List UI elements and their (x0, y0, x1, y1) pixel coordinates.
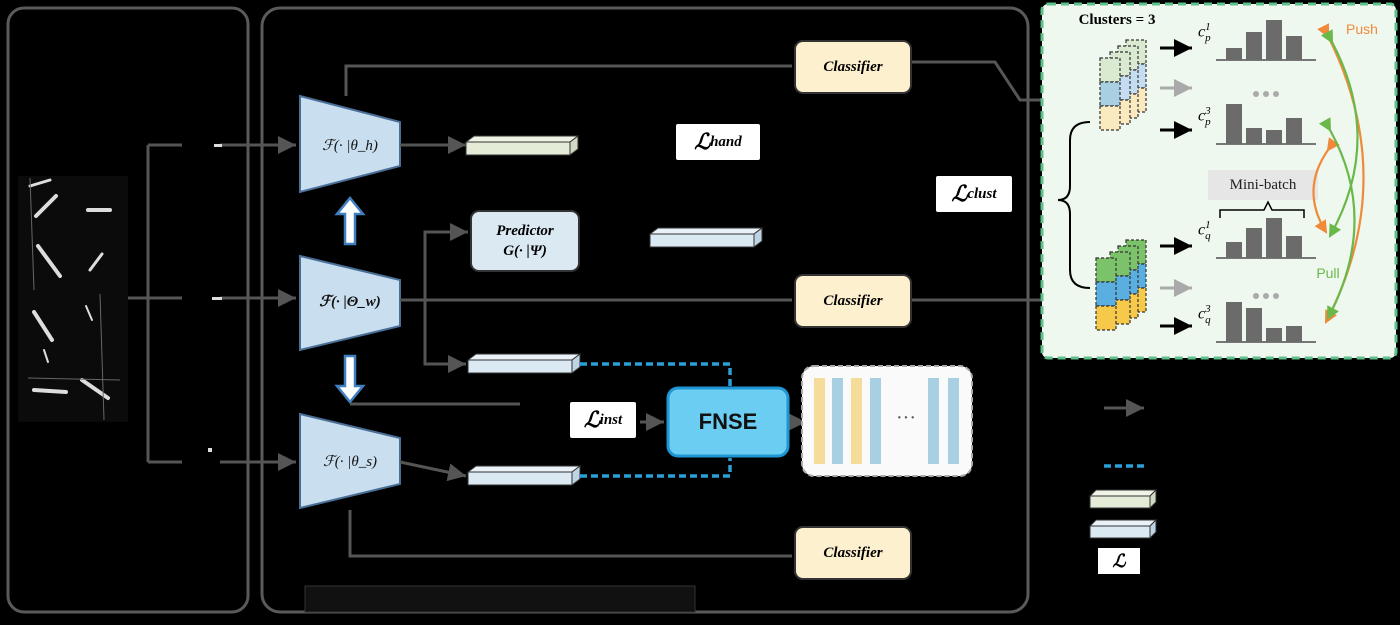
centroid-index: 3 (1205, 303, 1211, 315)
mini-batch-box (1208, 170, 1318, 200)
input-panel (6, 6, 250, 614)
centroid-base: c (1198, 305, 1206, 323)
encoder-strong (299, 412, 401, 510)
centroid-index: 1 (1205, 21, 1211, 33)
histogram-bar (1246, 32, 1262, 60)
fnse-label: FNSE (698, 409, 758, 434)
memory-bank-columns (814, 378, 959, 464)
histogram-bar (1266, 130, 1282, 144)
histogram-bar (1286, 118, 1302, 144)
encoder-strong-label: ℱ(· |θ_s) (322, 454, 378, 470)
predictor-box: Predictor G(· |Ψ) (470, 210, 580, 272)
histogram-bar (1286, 36, 1302, 60)
fnse-connectors (580, 362, 732, 478)
cluster-histograms (1216, 20, 1316, 343)
centroid-view: q (1205, 314, 1211, 326)
histogram-bar (1246, 128, 1262, 144)
centroid-view: p (1205, 32, 1211, 44)
histogram-bar (1266, 218, 1282, 258)
centroid-index: 1 (1205, 219, 1211, 231)
histogram-bar (1286, 236, 1302, 258)
classifier-top: Classifier (794, 40, 912, 94)
push-label: Push (1346, 21, 1378, 37)
centroid-index: 3 (1205, 105, 1211, 117)
legend-loss: ℒ (1112, 550, 1126, 571)
histogram-bar (1226, 302, 1242, 342)
up-arrow (334, 196, 366, 246)
input-images (18, 176, 128, 422)
encoder-weak-label: ℱ(· |Θ_w) (319, 294, 381, 310)
histogram-bar (1266, 20, 1282, 60)
histogram-bar (1246, 228, 1262, 258)
centroid-base: c (1198, 23, 1206, 41)
histogram-bar (1286, 326, 1302, 342)
push-pull-curves (1312, 23, 1365, 324)
cluster-stack-bottom (1095, 239, 1147, 331)
cluster-brace (1057, 121, 1091, 289)
histogram-bar (1226, 242, 1242, 258)
feature-hand (464, 135, 580, 156)
loss-inst-symbol: ℒ (583, 407, 600, 432)
centroid-view: q (1205, 230, 1211, 242)
down-arrow (334, 354, 366, 404)
histogram-bar (1266, 328, 1282, 342)
classifier-bottom: Classifier (794, 526, 912, 580)
cluster-arrows (1160, 39, 1192, 335)
loss-hand-symbol: ℒ (694, 129, 711, 154)
mini-batch-bracket (1219, 200, 1305, 218)
feature-predicted (648, 227, 764, 248)
feature-strong (466, 465, 582, 486)
title-strip (304, 585, 696, 613)
loss-clust-sub: clust (967, 185, 997, 202)
encoder-weak (299, 254, 401, 352)
centroid-view: p (1205, 116, 1211, 128)
pull-label: Pull (1316, 265, 1340, 281)
histogram-bar (1246, 308, 1262, 342)
clusters-title: Clusters = 3 (1078, 11, 1156, 28)
histogram-bar (1226, 104, 1242, 144)
centroid-base: c (1198, 107, 1206, 125)
augmented-samples (208, 144, 222, 452)
input-connectors (128, 136, 296, 471)
encoder-hand-label: ℱ(· |θ_h) (322, 138, 378, 154)
feature-weak (466, 353, 582, 374)
predictor-title: Predictor (496, 223, 554, 239)
cluster-stack-top (1099, 39, 1147, 131)
loss-hand-sub: hand (710, 133, 742, 150)
loss-clust-symbol: ℒ (951, 181, 968, 206)
histogram-bar (1226, 48, 1242, 60)
bank-ellipsis: ··· (896, 406, 916, 429)
centroid-base: c (1198, 221, 1206, 239)
predictor-formula: G(· |Ψ) (503, 243, 547, 259)
encoder-hand (299, 94, 401, 194)
classifier-middle: Classifier (794, 274, 912, 328)
mini-batch-label: Mini-batch (1229, 176, 1297, 193)
fnse-box (666, 386, 790, 458)
cluster-ellipsis (1253, 91, 1279, 299)
legend (1088, 399, 1158, 574)
loss-inst-sub: inst (599, 411, 623, 428)
